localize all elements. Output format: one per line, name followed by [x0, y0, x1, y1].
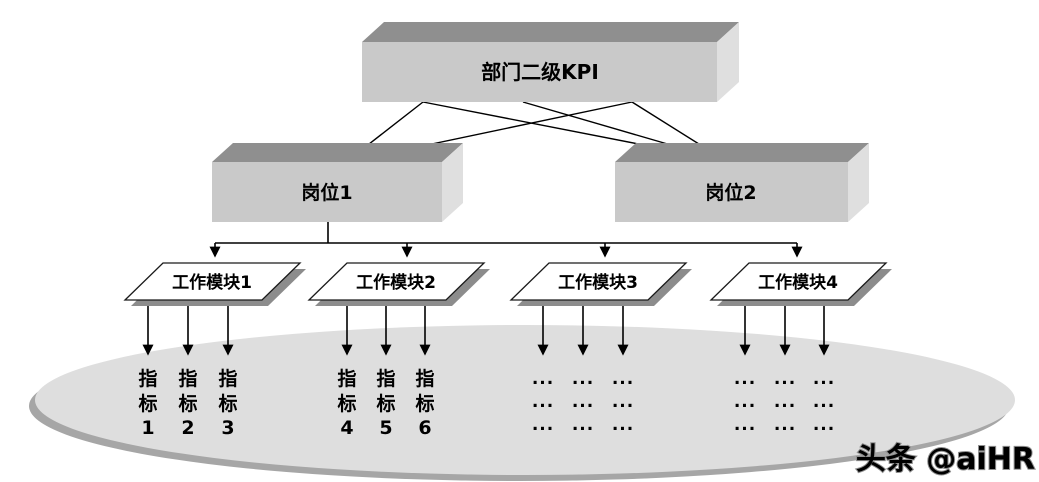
- indicator-char: 2: [181, 417, 194, 439]
- indicator-group-4: ... ... ... ... ... ... ... ... ...: [734, 369, 835, 435]
- position-2-box: 岗位2: [615, 143, 869, 222]
- kpi-root-box: 部门二级KPI: [362, 22, 739, 102]
- position-1-label: 岗位1: [301, 181, 352, 204]
- indicator-group-1: 指 标 1 指 标 2 指 标 3: [138, 368, 237, 439]
- position-1-side-face: [442, 143, 463, 222]
- indicator-char: 标: [138, 393, 157, 415]
- indicator-dots: ...: [572, 392, 594, 412]
- indicator-dots: ...: [813, 392, 835, 412]
- indicator-char: 标: [376, 393, 395, 415]
- indicator-dots: ...: [734, 415, 756, 435]
- indicator-char: 指: [376, 368, 395, 390]
- indicator-dots: ...: [532, 415, 554, 435]
- position-2-side-face: [848, 143, 869, 222]
- indicator-dots: ...: [572, 415, 594, 435]
- indicator-dots: ...: [532, 392, 554, 412]
- indicator-dots: ...: [734, 369, 756, 389]
- indicator-group-3: ... ... ... ... ... ... ... ... ...: [532, 369, 634, 435]
- indicator-char: 指: [218, 368, 237, 390]
- module-1-shape: [123, 262, 302, 301]
- indicator-char: 标: [218, 393, 237, 415]
- indicator-char: 指: [178, 368, 197, 390]
- indicator-char: 4: [340, 417, 353, 439]
- indicator-dots: ...: [813, 415, 835, 435]
- module-4-label: 工作模块4: [758, 272, 838, 293]
- indicator-dots: ...: [572, 369, 594, 389]
- indicator-char: 指: [337, 368, 356, 390]
- indicator-char: 1: [141, 417, 154, 439]
- module-4-shape: [709, 262, 888, 301]
- indicator-dots: ...: [774, 415, 796, 435]
- work-module-4: 工作模块4: [709, 262, 892, 306]
- indicator-dots: ...: [532, 369, 554, 389]
- indicator-dots: ...: [612, 392, 634, 412]
- module-1-label: 工作模块1: [172, 272, 252, 293]
- indicator-char: 指: [415, 368, 434, 390]
- position-1-box: 岗位1: [212, 143, 463, 222]
- indicator-char: 指: [138, 368, 157, 390]
- module-2-label: 工作模块2: [356, 272, 436, 293]
- work-module-3: 工作模块3: [509, 262, 692, 306]
- tree-trunk: [215, 222, 797, 244]
- indicator-pool-ellipse: [35, 325, 1015, 475]
- indicator-dots: ...: [774, 392, 796, 412]
- work-module-1: 工作模块1: [123, 262, 306, 306]
- module-3-label: 工作模块3: [558, 272, 638, 293]
- indicator-char: 标: [415, 393, 434, 415]
- indicator-dots: ...: [774, 369, 796, 389]
- indicator-dots: ...: [612, 415, 634, 435]
- position-2-front-face: [615, 162, 848, 222]
- position-2-top-face: [615, 143, 869, 162]
- indicator-char: 3: [221, 417, 234, 439]
- module-to-indicator-arrows: [142, 300, 830, 356]
- kpi-box-top-face: [362, 22, 739, 42]
- position-1-front-face: [212, 162, 442, 222]
- work-module-2: 工作模块2: [307, 262, 490, 306]
- position-to-module-tree: [209, 222, 803, 258]
- indicator-char: 5: [379, 417, 392, 439]
- indicator-char: 标: [178, 393, 197, 415]
- indicator-dots: ...: [612, 369, 634, 389]
- indicator-char: 标: [337, 393, 356, 415]
- module-2-shape: [307, 262, 486, 301]
- kpi-box-side-face: [717, 22, 739, 102]
- indicator-group-2: 指 标 4 指 标 5 指 标 6: [337, 368, 434, 439]
- indicator-dots: ...: [734, 392, 756, 412]
- module-3-shape: [509, 262, 688, 301]
- kpi-box-front-face: [362, 42, 717, 102]
- watermark-text: 头条 @aiHR: [856, 442, 1035, 477]
- position-2-label: 岗位2: [705, 181, 756, 204]
- kpi-root-label: 部门二级KPI: [481, 60, 599, 84]
- position-1-top-face: [212, 143, 463, 162]
- indicator-char: 6: [418, 417, 431, 439]
- indicator-dots: ...: [813, 369, 835, 389]
